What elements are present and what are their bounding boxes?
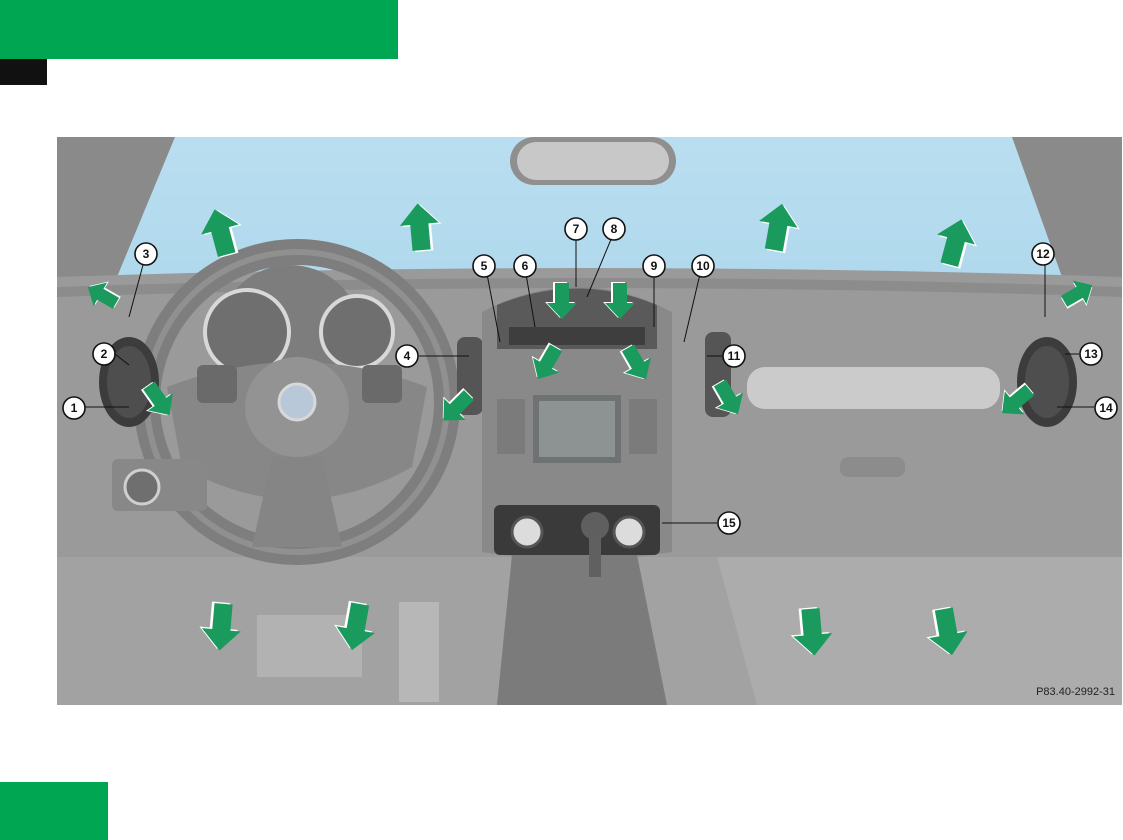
svg-text:11: 11: [728, 349, 741, 363]
figure-code: P83.40-2992-31: [1036, 686, 1115, 698]
callout-14: 14: [1095, 397, 1117, 419]
callout-13: 13: [1080, 343, 1102, 365]
footer-tab: [0, 782, 108, 840]
callout-6: 6: [514, 255, 536, 277]
svg-text:2: 2: [101, 347, 108, 361]
svg-text:3: 3: [143, 247, 150, 261]
callout-8: 8: [603, 218, 625, 240]
callout-9: 9: [643, 255, 665, 277]
callout-5: 5: [473, 255, 495, 277]
svg-text:14: 14: [1099, 401, 1113, 415]
callout-2: 2: [93, 343, 115, 365]
header-bar: [0, 0, 398, 59]
callout-11: 11: [723, 345, 745, 367]
svg-text:13: 13: [1084, 347, 1098, 361]
svg-text:8: 8: [611, 222, 618, 236]
callout-7: 7: [565, 218, 587, 240]
svg-text:12: 12: [1036, 247, 1050, 261]
svg-text:6: 6: [522, 259, 529, 273]
svg-text:1: 1: [71, 401, 78, 415]
svg-text:4: 4: [404, 349, 411, 363]
callout-1: 1: [63, 397, 85, 419]
svg-text:15: 15: [722, 516, 736, 530]
svg-text:5: 5: [481, 259, 488, 273]
svg-text:9: 9: [651, 259, 658, 273]
svg-text:10: 10: [696, 259, 710, 273]
callout-12: 12: [1032, 243, 1054, 265]
callout-3: 3: [135, 243, 157, 265]
header-tab: [0, 59, 47, 85]
callout-4: 4: [396, 345, 418, 367]
callout-10: 10: [692, 255, 714, 277]
vent-illustration: 1 2 3 4 5 6 7 8 9 10 11 12 13 14 15 P83.…: [57, 137, 1122, 705]
svg-text:7: 7: [573, 222, 580, 236]
callout-15: 15: [718, 512, 740, 534]
